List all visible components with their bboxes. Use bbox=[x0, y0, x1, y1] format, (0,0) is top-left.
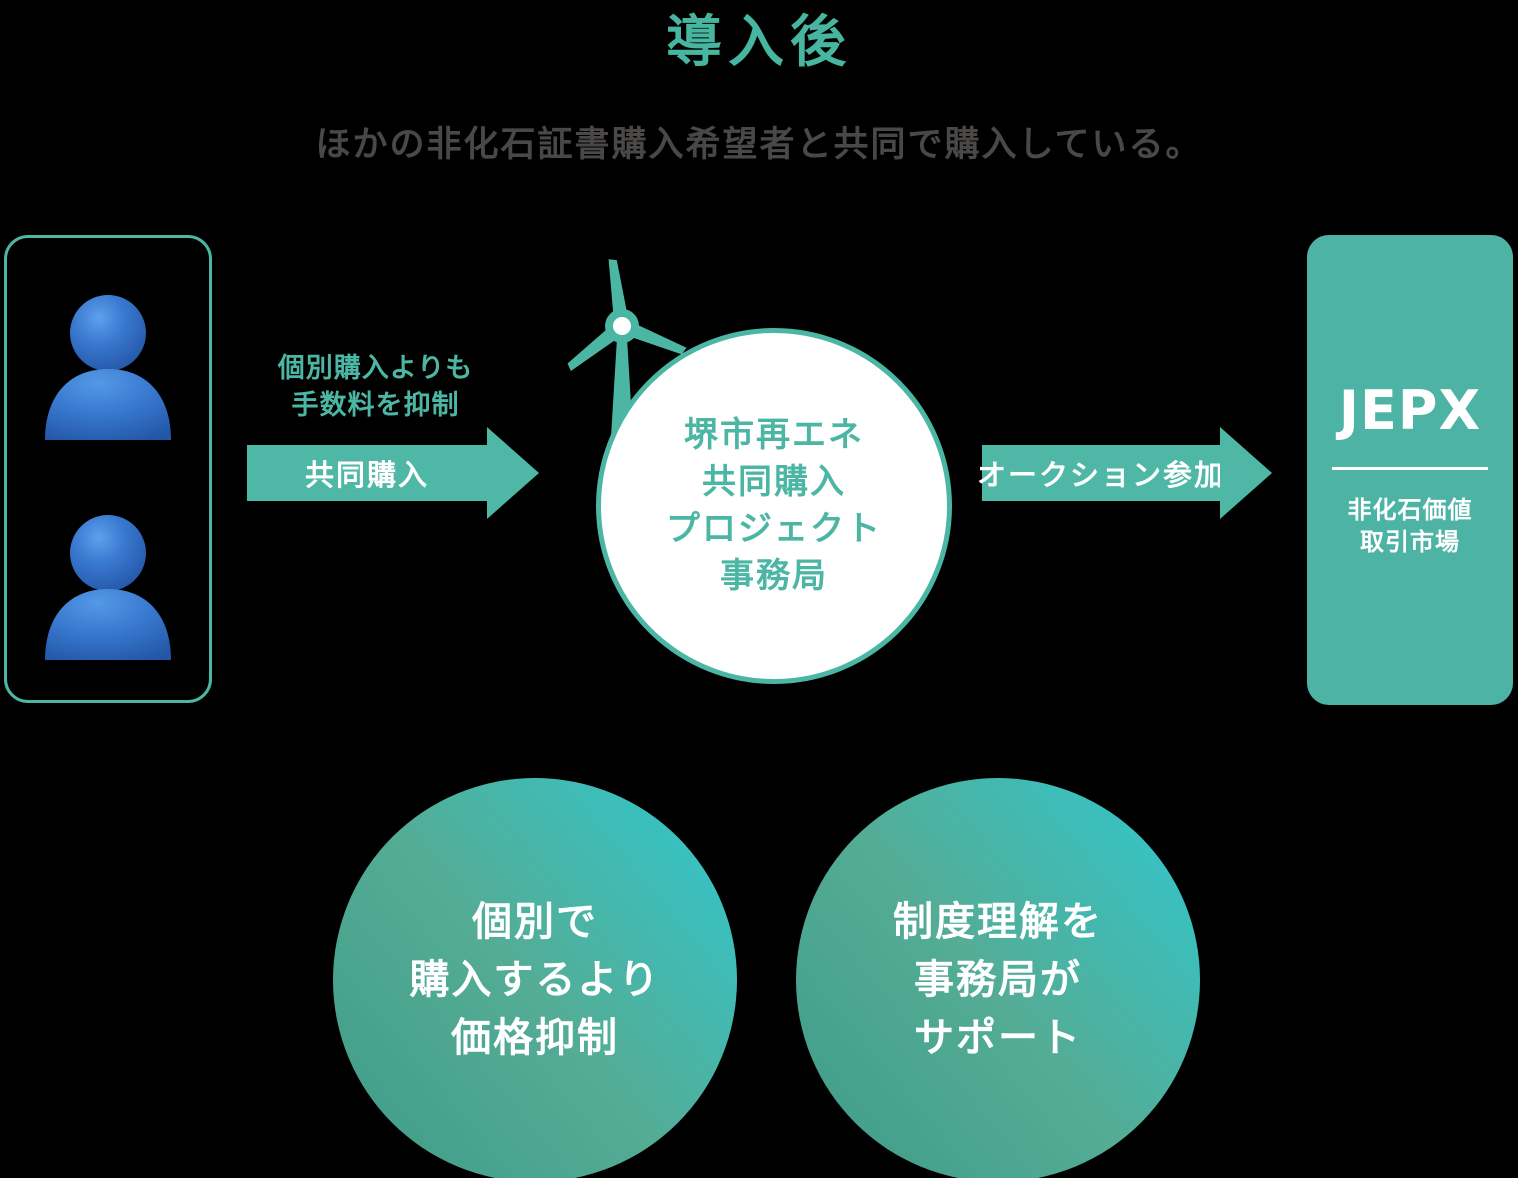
jepx-sub-line-1: 非化石価値 bbox=[1347, 496, 1473, 524]
arrow-head-icon bbox=[487, 427, 539, 519]
note-line-2: 手数料を抑制 bbox=[291, 390, 460, 421]
benefit2-line-2: 事務局が bbox=[914, 957, 1082, 1003]
jepx-subtitle: 非化石価値 取引市場 bbox=[1307, 494, 1513, 558]
auction-arrow-label: オークション参加 bbox=[977, 445, 1223, 501]
jepx-name: JEPX bbox=[1338, 379, 1482, 442]
hub-line-1: 堺市再エネ bbox=[684, 415, 864, 455]
page-title: 導入後 bbox=[666, 10, 852, 75]
benefit-support-circle: 制度理解を 事務局が サポート bbox=[796, 778, 1200, 1178]
hub-line-3: プロジェクト bbox=[666, 509, 882, 549]
jepx-divider bbox=[1332, 467, 1488, 470]
hub-line-4: 事務局 bbox=[720, 556, 828, 596]
purchasers-box bbox=[4, 235, 212, 703]
person-icon bbox=[45, 515, 171, 660]
benefit1-line-1: 個別で bbox=[472, 899, 598, 945]
subtitle-text: ほかの非化石証書購入希望者と共同で購入している。 bbox=[315, 125, 1203, 165]
fee-reduction-note: 個別購入よりも 手数料を抑制 bbox=[248, 350, 503, 424]
benefit1-line-3: 価格抑制 bbox=[451, 1015, 619, 1061]
benefit2-line-1: 制度理解を bbox=[893, 899, 1103, 945]
benefit1-line-2: 購入するより bbox=[409, 957, 661, 1003]
hub-line-2: 共同購入 bbox=[702, 462, 846, 502]
joint-purchase-arrow: 共同購入 bbox=[247, 424, 539, 522]
note-line-1: 個別購入よりも bbox=[277, 353, 474, 384]
person-icons-group bbox=[45, 295, 171, 660]
benefit-price-circle: 個別で 購入するより 価格抑制 bbox=[333, 778, 737, 1178]
joint-purchase-arrow-label: 共同購入 bbox=[247, 445, 487, 501]
jepx-sub-line-2: 取引市場 bbox=[1360, 528, 1460, 556]
arrow-head-icon bbox=[1220, 427, 1272, 519]
auction-arrow: オークション参加 bbox=[977, 424, 1272, 522]
project-office-circle: 堺市再エネ 共同購入 プロジェクト 事務局 bbox=[596, 328, 952, 684]
benefit2-line-3: サポート bbox=[914, 1015, 1082, 1061]
person-icon bbox=[45, 295, 171, 440]
jepx-market-box: JEPX 非化石価値 取引市場 bbox=[1307, 235, 1513, 705]
